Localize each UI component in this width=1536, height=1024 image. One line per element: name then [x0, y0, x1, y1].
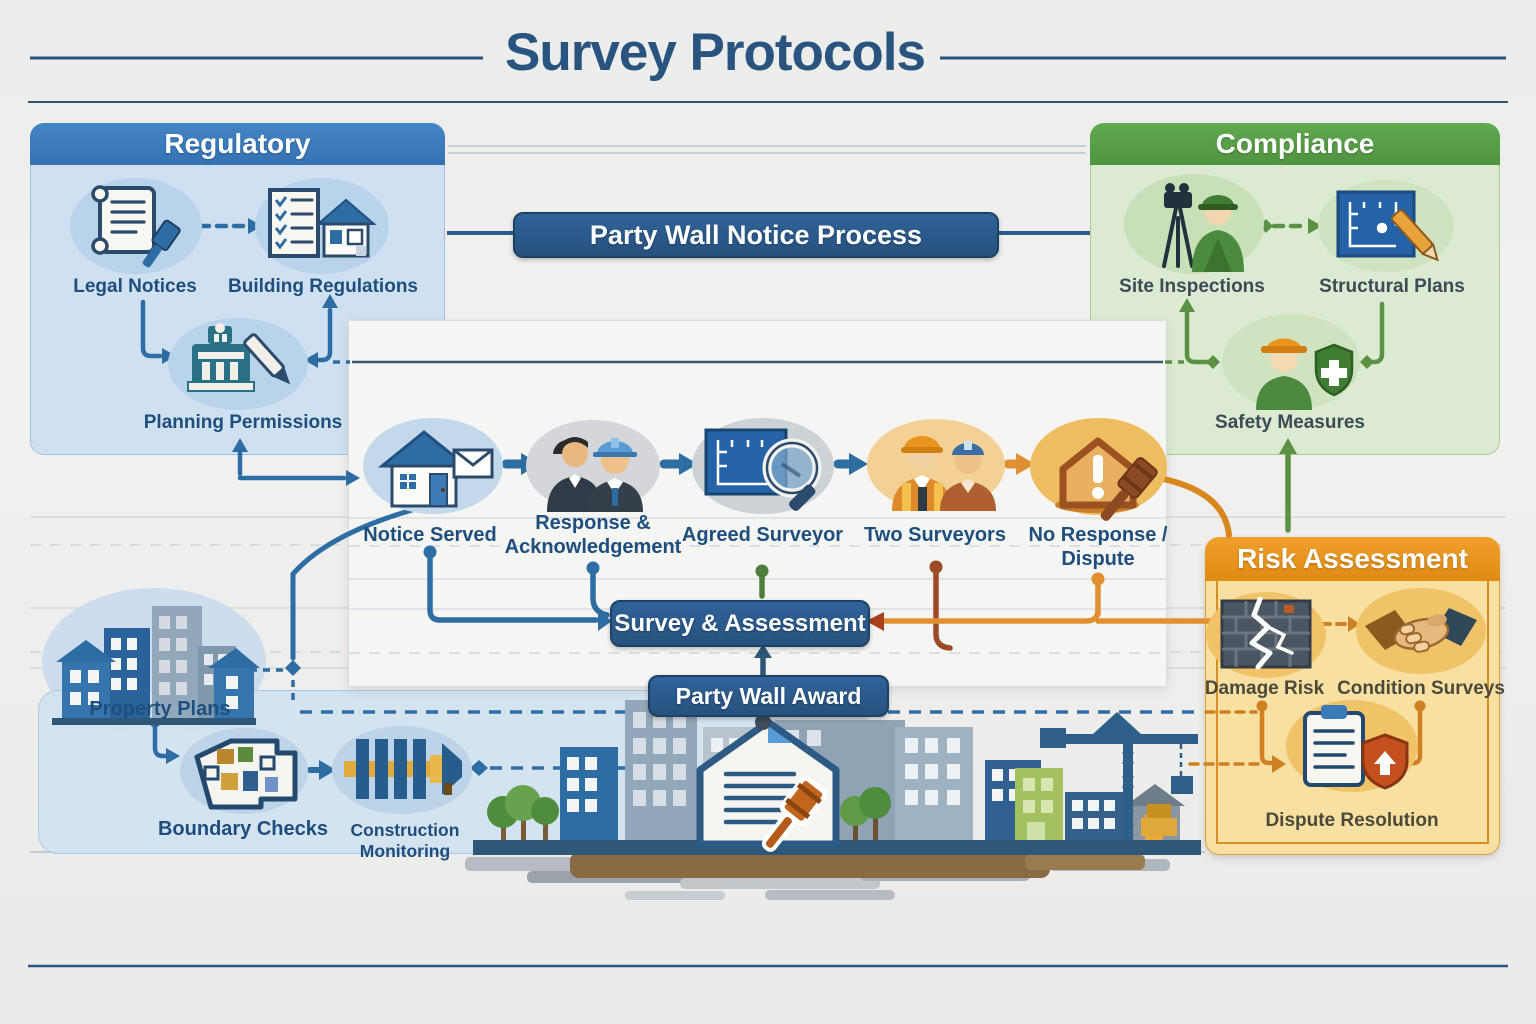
- site-inspections-icon: [1162, 183, 1244, 272]
- label-planning-permissions: Planning Permissions: [143, 412, 343, 433]
- risk-assessment-header: Risk Assessment: [1205, 537, 1500, 581]
- panel-rules: [349, 517, 1166, 654]
- gavel-icon: [761, 776, 828, 852]
- tree-icons: [487, 785, 559, 842]
- label-notice-served: Notice Served: [363, 524, 497, 546]
- label-structural-plans: Structural Plans: [1319, 276, 1465, 297]
- no-response-dispute-icon: [1055, 437, 1158, 521]
- construction-monitoring-icon: [344, 739, 462, 799]
- damage-risk-icon: [1220, 596, 1312, 670]
- boundary-checks-icon: [194, 738, 298, 810]
- label-response-acknowledgement: Response & Acknowledgement: [504, 512, 682, 558]
- crane-icon: [1040, 712, 1198, 844]
- tree-icons-mid: [840, 787, 891, 842]
- structural-plans-icon: [1336, 190, 1439, 262]
- safety-measures-icon: [1256, 338, 1354, 410]
- response-acknowledgement-icon: [547, 437, 643, 512]
- label-site-inspections: Site Inspections: [1119, 276, 1265, 297]
- planning-permissions-icon: [187, 323, 291, 392]
- legal-notices-icon: [91, 185, 181, 268]
- building-regulations-icon: [268, 188, 377, 258]
- label-boundary-checks: Boundary Checks: [157, 818, 329, 840]
- label-no-response-dispute: No Response / Dispute: [1028, 524, 1168, 570]
- label-condition-surveys: Condition Surveys: [1337, 678, 1505, 699]
- party-wall-award-banner: Party Wall Award: [648, 675, 889, 717]
- property-plans-icon: [52, 606, 260, 725]
- label-legal-notices: Legal Notices: [73, 276, 197, 297]
- label-damage-risk: Damage Risk: [1204, 678, 1325, 699]
- label-property-plans: Property Plans: [89, 698, 231, 720]
- compliance-header: Compliance: [1090, 123, 1500, 165]
- label-safety-measures: Safety Measures: [1215, 412, 1365, 433]
- two-surveyors-icon: [892, 436, 996, 511]
- survey-assessment-banner: Survey & Assessment: [610, 600, 870, 647]
- label-construction-monitoring: Construction Monitoring: [350, 820, 460, 861]
- notice-served-icon: [377, 430, 494, 508]
- agreed-surveyor-icon: [704, 428, 822, 511]
- label-two-surveyors: Two Surveyors: [864, 524, 1006, 546]
- condition-surveys-icon: [1365, 608, 1477, 653]
- regulatory-header: Regulatory: [30, 123, 445, 165]
- label-dispute-resolution: Dispute Resolution: [1265, 810, 1439, 831]
- award-document-icon: [696, 718, 840, 852]
- party-wall-notice-process-banner: Party Wall Notice Process: [513, 212, 999, 258]
- risk-inner-frame: [1216, 581, 1489, 844]
- label-building-regulations: Building Regulations: [228, 276, 418, 297]
- dispute-resolution-icon: [1303, 705, 1409, 790]
- label-agreed-surveyor: Agreed Surveyor: [681, 524, 844, 546]
- page-title: Survey Protocols: [505, 23, 926, 82]
